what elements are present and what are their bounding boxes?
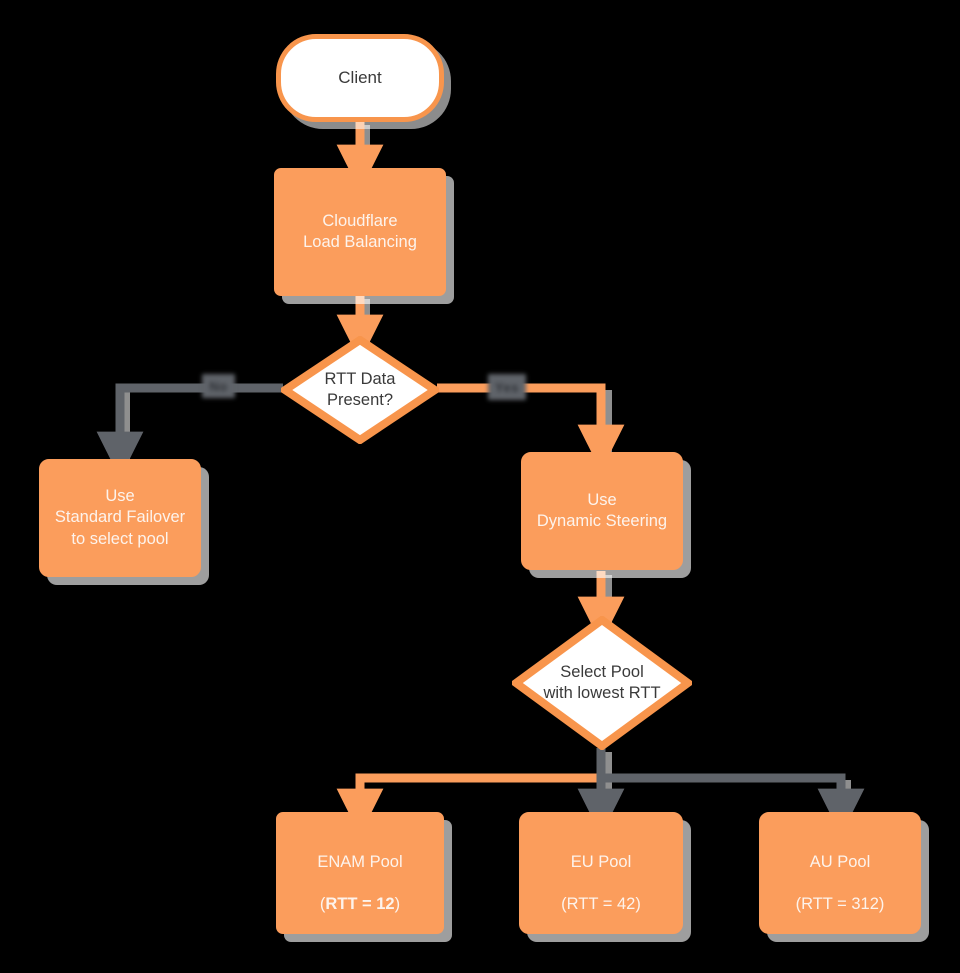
node-au-pool-label: AU Pool (RTT = 312) xyxy=(796,831,885,915)
node-enam-pool-paren-open: ( xyxy=(319,895,326,914)
node-au-pool-paren-close: ) xyxy=(878,895,885,914)
node-enam-pool-name: ENAM Pool xyxy=(317,852,403,871)
node-standard-failover[interactable]: Use Standard Failover to select pool xyxy=(39,459,201,577)
node-dynamic-steering[interactable]: Use Dynamic Steering xyxy=(521,452,683,570)
node-load-balancing-label: Cloudflare Load Balancing xyxy=(303,211,417,251)
edge-shadows xyxy=(120,125,851,822)
node-eu-pool-paren-close: ) xyxy=(635,895,641,914)
node-au-pool-paren-open: ( xyxy=(795,895,802,914)
diamond-shape-select-pool xyxy=(512,616,692,750)
node-eu-pool-label: EU Pool (RTT = 42) xyxy=(561,831,641,915)
node-client[interactable]: Client xyxy=(276,34,444,122)
edge-label-yes: Yes xyxy=(488,374,526,400)
node-rtt-present-label: RTT Data Present? xyxy=(324,369,396,409)
node-enam-pool-rtt: RTT = 12 xyxy=(325,895,395,914)
node-enam-pool[interactable]: ENAM Pool (RTT = 12) xyxy=(276,812,444,934)
node-au-pool-rtt: RTT = 312 xyxy=(801,895,879,914)
node-select-pool-label: Select Pool with lowest RTT xyxy=(543,662,661,702)
node-dynamic-steering-label: Use Dynamic Steering xyxy=(536,490,668,530)
edge-select-pool-to-au-pool xyxy=(601,773,865,836)
node-standard-failover-label: Use Standard Failover to select pool xyxy=(54,487,186,548)
edge-rtt-present-to-standard-failover xyxy=(96,383,283,479)
node-client-label: Client xyxy=(338,68,382,88)
node-select-pool[interactable]: Select Pool with lowest RTT xyxy=(512,616,692,750)
node-eu-pool-rtt: RTT = 42 xyxy=(566,895,636,914)
node-enam-pool-paren-close: ) xyxy=(394,895,401,914)
node-eu-pool-paren-open: ( xyxy=(561,895,567,914)
node-rtt-present[interactable]: RTT Data Present? xyxy=(281,336,439,444)
node-load-balancing[interactable]: Cloudflare Load Balancing xyxy=(274,168,446,296)
node-enam-pool-label: ENAM Pool (RTT = 12) xyxy=(317,831,402,915)
edge-label-no: No xyxy=(202,374,235,398)
node-eu-pool-name: EU Pool xyxy=(570,852,632,871)
node-eu-pool[interactable]: EU Pool (RTT = 42) xyxy=(519,812,683,934)
node-au-pool[interactable]: AU Pool (RTT = 312) xyxy=(759,812,921,934)
node-au-pool-name: AU Pool xyxy=(809,852,871,871)
diamond-shape-rtt-present xyxy=(281,336,439,444)
edge-select-pool-to-enam-pool xyxy=(336,748,606,836)
